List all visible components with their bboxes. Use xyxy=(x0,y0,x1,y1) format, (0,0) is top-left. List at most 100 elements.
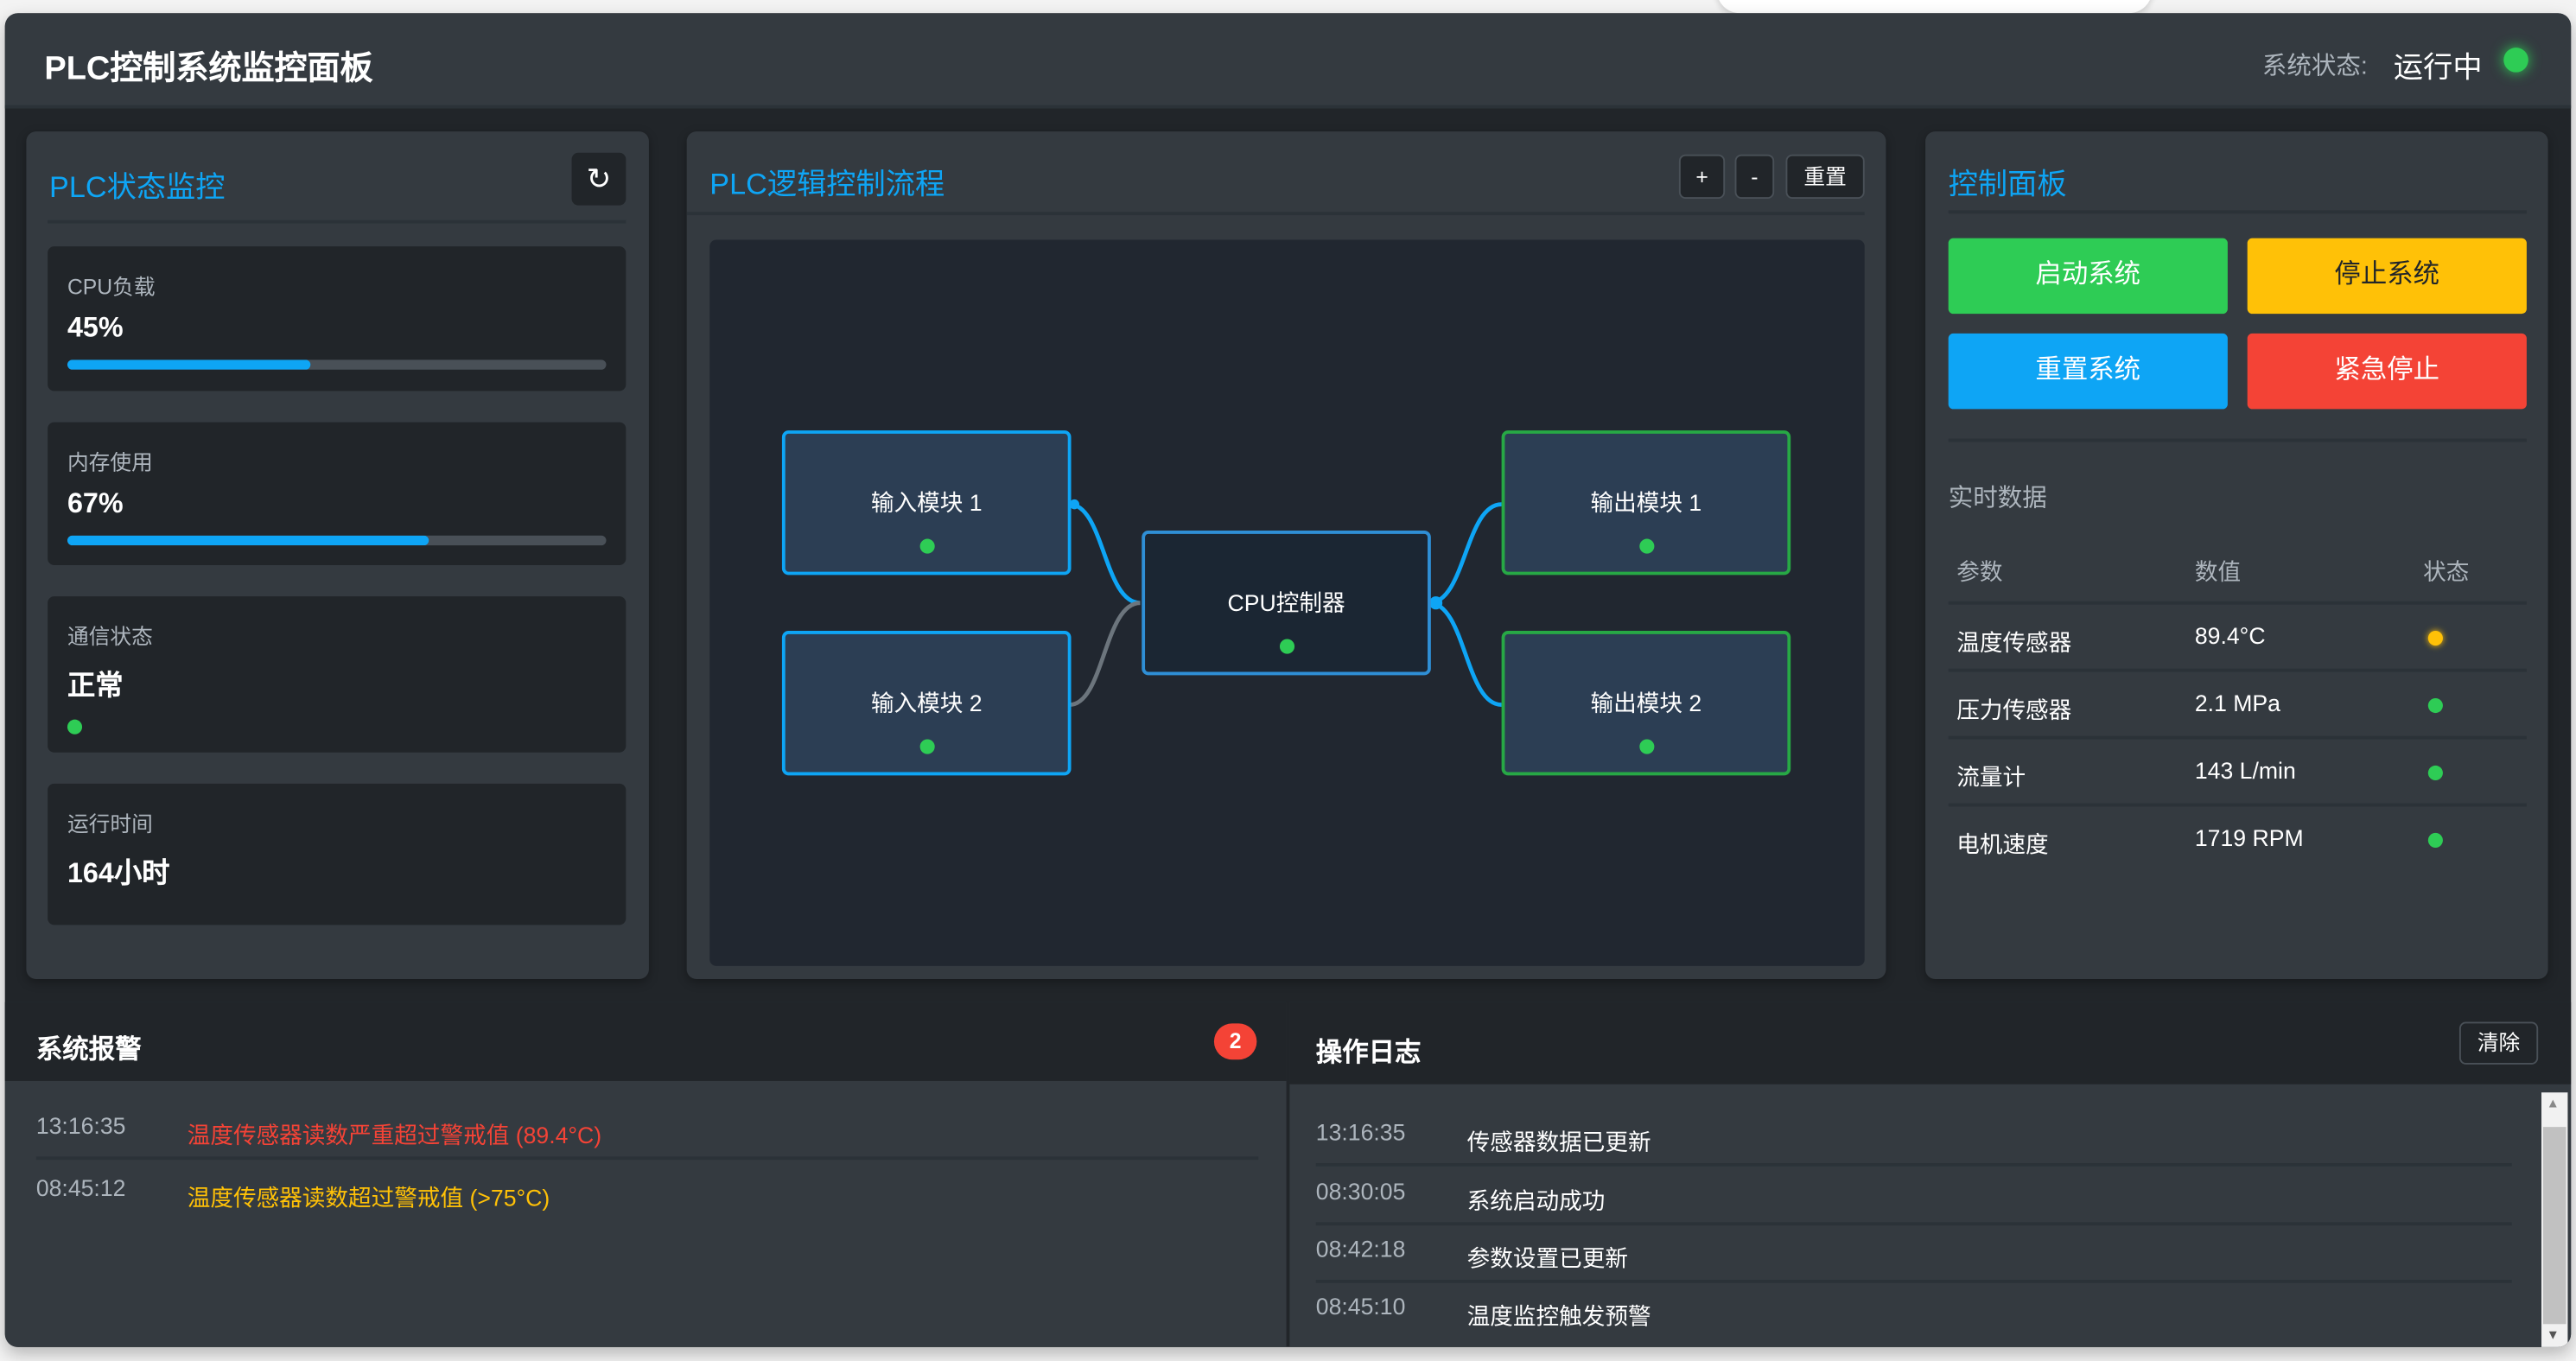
card-label: 运行时间 xyxy=(67,811,153,836)
param-name: 流量计 xyxy=(1956,764,2026,791)
status-dot-icon xyxy=(919,538,935,554)
table-row: 压力传感器 2.1 MPa xyxy=(1948,672,2527,740)
log-time: 08:42:18 xyxy=(1315,1235,1406,1262)
card-value: 正常 xyxy=(67,670,124,702)
card-label: 通信状态 xyxy=(67,624,153,649)
node-label: 输入模块 2 xyxy=(870,690,983,716)
alarm-time: 13:16:35 xyxy=(35,1112,126,1139)
page-title: PLC控制系统监控面板 xyxy=(44,50,373,87)
status-dot-icon xyxy=(67,719,83,735)
table-row: 温度传感器 89.4°C xyxy=(1948,605,2527,672)
card-label: 内存使用 xyxy=(67,449,153,475)
card-value: 67% xyxy=(67,487,124,519)
refresh-button[interactable]: ↻ xyxy=(571,152,627,206)
param-value: 2.1 MPa xyxy=(2194,690,2280,716)
reset-view-button[interactable]: 重置 xyxy=(1785,154,1865,200)
alarm-item: 13:16:35 温度传感器读数严重超过警戒值 (89.4°C) xyxy=(35,1101,1259,1161)
clear-log-button[interactable]: 清除 xyxy=(2458,1021,2539,1065)
log-item: 08:42:18 参数设置已更新 xyxy=(1315,1224,2512,1283)
realtime-data-title: 实时数据 xyxy=(1948,484,2047,513)
node-label: CPU控制器 xyxy=(1227,589,1345,616)
ok-status-icon xyxy=(2427,697,2443,714)
connection-cpu-out2 xyxy=(1428,601,1502,707)
zoom-in-button[interactable]: + xyxy=(1678,154,1726,200)
control-panel: 控制面板 启动系统 停止系统 重置系统 紧急停止 实时数据 参数 数值 状态 温… xyxy=(1925,131,2548,980)
node-label: 输出模块 1 xyxy=(1590,489,1702,516)
table-header: 参数 数值 状态 xyxy=(1948,534,2527,605)
stop-system-button[interactable]: 停止系统 xyxy=(2247,238,2527,315)
progress-fill xyxy=(67,535,429,546)
alarm-count-badge: 2 xyxy=(1213,1023,1257,1060)
alarm-message: 温度传感器读数超过警戒值 (>75°C) xyxy=(187,1184,550,1212)
panel-title: 控制面板 xyxy=(1948,167,2067,200)
scroll-up-icon[interactable]: ▲ xyxy=(2546,1096,2560,1111)
log-time: 13:16:35 xyxy=(1315,1118,1406,1146)
communication-card: 通信状态 正常 xyxy=(48,596,627,753)
node-input-module-1[interactable]: 输入模块 1 xyxy=(781,430,1072,576)
param-name: 电机速度 xyxy=(1956,830,2049,858)
panel-title: PLC逻辑控制流程 xyxy=(709,167,945,200)
status-dot-icon xyxy=(919,739,935,754)
log-header: 操作日志 清除 xyxy=(1289,1002,2572,1084)
status-dot-icon xyxy=(1279,639,1295,654)
param-value: 1719 RPM xyxy=(2194,824,2304,851)
node-cpu-controller[interactable]: CPU控制器 xyxy=(1142,531,1431,676)
connection-port xyxy=(1069,499,1080,510)
refresh-icon: ↻ xyxy=(586,162,612,196)
param-value: 143 L/min xyxy=(2194,757,2296,784)
scrollbar-thumb[interactable] xyxy=(2542,1127,2566,1325)
log-scrollbar[interactable]: ▲ ▼ xyxy=(2541,1092,2568,1347)
cpu-progress-bar xyxy=(67,359,607,370)
flow-canvas[interactable]: 输入模块 1 输入模块 2 CPU控制器 输出模块 1 输出模块 2 xyxy=(709,239,1865,966)
start-system-button[interactable]: 启动系统 xyxy=(1948,238,2228,315)
param-name: 温度传感器 xyxy=(1956,629,2072,656)
ok-status-icon xyxy=(2427,832,2443,848)
column-header: 数值 xyxy=(2194,558,2242,585)
node-input-module-2[interactable]: 输入模块 2 xyxy=(781,631,1072,776)
node-output-module-2[interactable]: 输出模块 2 xyxy=(1501,631,1791,776)
card-value: 164小时 xyxy=(67,857,170,889)
ok-status-icon xyxy=(2427,765,2443,781)
warning-status-icon xyxy=(2427,631,2443,646)
node-output-module-1[interactable]: 输出模块 1 xyxy=(1501,430,1791,576)
header: PLC控制系统监控面板 系统状态: 运行中 xyxy=(4,13,2572,109)
memory-progress-bar xyxy=(67,535,607,546)
connection-cpu-out1 xyxy=(1428,502,1502,606)
connection-in2-cpu xyxy=(1069,601,1141,707)
param-value: 89.4°C xyxy=(2194,622,2266,649)
divider xyxy=(1948,438,2527,442)
log-time: 08:45:10 xyxy=(1315,1293,1406,1320)
node-label: 输入模块 1 xyxy=(870,489,983,516)
node-label: 输出模块 2 xyxy=(1590,690,1702,716)
emergency-stop-button[interactable]: 紧急停止 xyxy=(2247,333,2527,410)
logic-flow-panel: PLC逻辑控制流程 + - 重置 输入模块 1 输入模块 2 CPU控制器 输出… xyxy=(686,131,1886,980)
plc-status-panel: PLC状态监控 ↻ CPU负载 45% 内存使用 67% 通信状态 正常 运行时… xyxy=(26,131,649,980)
scroll-down-icon[interactable]: ▼ xyxy=(2546,1327,2560,1343)
zoom-out-button[interactable]: - xyxy=(1734,154,1775,200)
card-label: CPU负载 xyxy=(67,274,156,300)
divider xyxy=(48,219,627,224)
browser-tab xyxy=(1716,0,2153,14)
table-row: 流量计 143 L/min xyxy=(1948,739,2527,807)
alarm-message: 温度传感器读数严重超过警戒值 (89.4°C) xyxy=(187,1122,602,1148)
alarms-panel: 系统报警 2 13:16:35 温度传感器读数严重超过警戒值 (89.4°C) 0… xyxy=(4,1002,1287,1347)
divider xyxy=(1948,210,2527,214)
alarms-header: 系统报警 2 xyxy=(4,1002,1287,1081)
table-row: 电机速度 1719 RPM xyxy=(1949,806,2527,874)
reset-system-button[interactable]: 重置系统 xyxy=(1948,333,2228,410)
connection-port xyxy=(1428,596,1443,610)
log-time: 08:30:05 xyxy=(1315,1178,1406,1205)
card-value: 45% xyxy=(67,312,124,344)
progress-fill xyxy=(67,359,310,370)
system-status-label: 系统状态: xyxy=(2261,52,2368,81)
memory-card: 内存使用 67% xyxy=(48,422,627,565)
app-window: PLC控制系统监控面板 系统状态: 运行中 PLC状态监控 ↻ CPU负载 45… xyxy=(4,13,2572,1347)
log-message: 参数设置已更新 xyxy=(1466,1245,1628,1272)
param-name: 压力传感器 xyxy=(1956,696,2072,723)
status-dot-icon xyxy=(1639,538,1655,554)
uptime-card: 运行时间 164小时 xyxy=(48,783,627,925)
